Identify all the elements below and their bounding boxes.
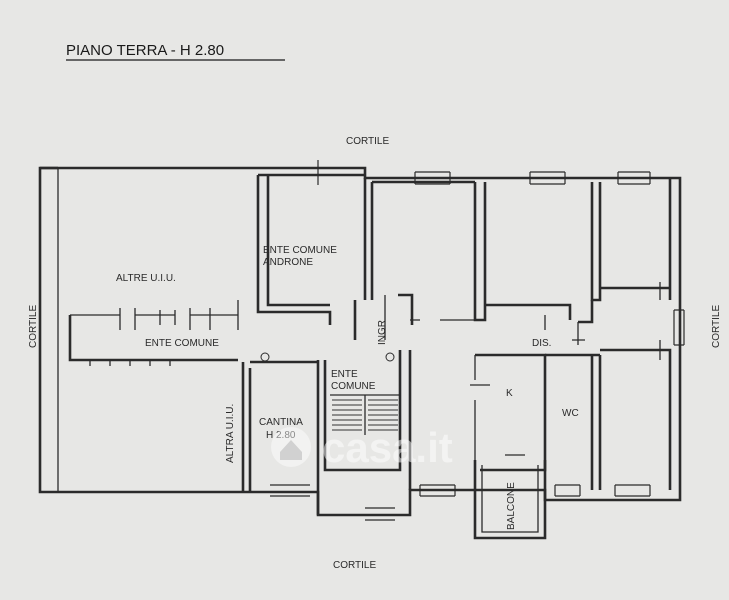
label-cantina: CANTINA [259,417,303,428]
balcone-walls [473,460,547,540]
label-comune-stair: COMUNE [331,381,376,392]
androne-walls [256,173,365,325]
label-k: K [506,388,513,399]
stair-core [316,178,475,515]
label-cantina-height: H 2.80 [266,430,296,441]
label-dis: DIS. [532,338,551,349]
stair-steps [332,399,398,431]
watermark: casa.it [271,424,453,471]
label-cortile-top: CORTILE [346,136,389,147]
cantina-walls [241,360,318,492]
label-altre-uiu: ALTRE U.I.U. [116,273,176,284]
label-altra-uiu: ALTRA U.I.U. [225,404,236,463]
label-balcone: BALCONE [506,482,517,530]
label-wc: WC [562,408,579,419]
label-ente-comune-left: ENTE COMUNE [145,338,219,349]
house-shape-icon [280,440,302,460]
label-androne: ANDRONE [263,257,313,268]
windows [270,160,685,521]
ente-comune-corridor [68,300,239,366]
wc-and-room-walls [545,322,672,490]
watermark-text: casa.it [322,424,453,471]
label-ente-comune-androne: ENTE COMUNE [263,245,337,256]
label-cortile-right: CORTILE [711,305,722,348]
outer-walls [38,166,682,517]
label-ente-stair: ENTE [331,369,358,380]
plan-title: PIANO TERRA - H 2.80 [66,42,224,59]
apartment-walls [410,178,672,324]
label-cortile-left: CORTILE [28,305,39,348]
label-ingr: INGR [377,320,388,345]
label-cortile-bottom: CORTILE [333,560,376,571]
kitchen-walls [470,353,547,472]
door-markers [260,282,661,456]
